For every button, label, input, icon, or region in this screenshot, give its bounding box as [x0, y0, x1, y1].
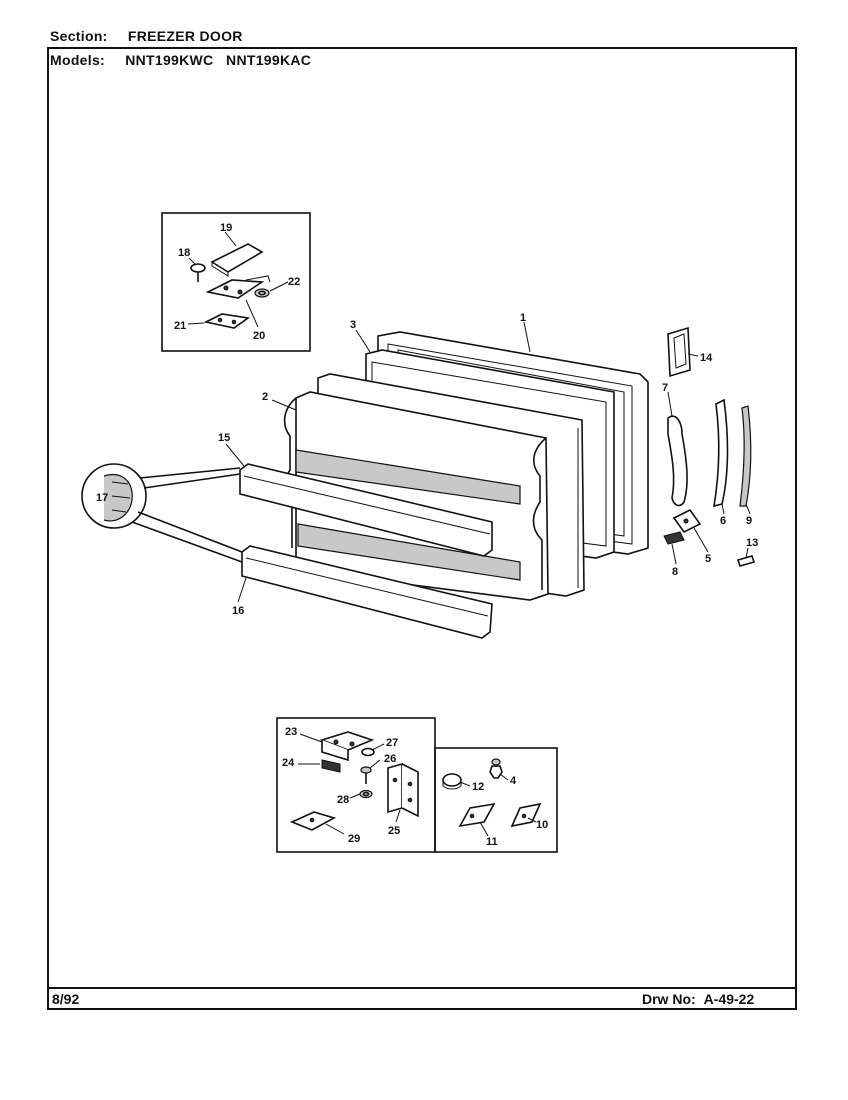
- section-title: Section: FREEZER DOOR: [50, 28, 243, 44]
- leader-20: [245, 299, 259, 328]
- part-19-cover: [210, 243, 264, 277]
- callout-14: 14: [700, 352, 713, 364]
- callout-6: 6: [720, 515, 726, 527]
- callout-11: 11: [486, 836, 498, 848]
- models-label: Models:: [50, 52, 105, 68]
- callout-27: 27: [386, 737, 398, 749]
- part-9-handle-strip: [739, 405, 752, 507]
- callout-21: 21: [174, 320, 186, 332]
- callout-16: 16: [232, 605, 244, 617]
- models-title: Models: NNT199KWC NNT199KAC: [50, 52, 311, 68]
- leader-19: [224, 231, 237, 247]
- callout-25: 25: [388, 825, 400, 837]
- leader-21: [187, 322, 205, 325]
- leader-9: [745, 503, 751, 515]
- part-20-plate: [205, 275, 271, 299]
- part-11-bracket: [458, 802, 496, 828]
- part-12-plug: [442, 773, 462, 790]
- drawing-value: A-49-22: [703, 991, 755, 1007]
- leader-15: [225, 443, 245, 467]
- part-10-bracket: [510, 802, 542, 828]
- footer-divider: [47, 987, 797, 989]
- part-8-shim: [663, 531, 685, 545]
- callout-22: 22: [288, 276, 300, 288]
- part-27-bushing: [361, 747, 375, 757]
- callout-5: 5: [705, 553, 711, 565]
- part-16-shelf-bar-lower: [241, 545, 493, 639]
- section-label: Section:: [50, 28, 108, 44]
- footer-drawing-number: Drw No: A-49-22: [642, 991, 754, 1007]
- models-value: NNT199KWC NNT199KAC: [125, 52, 312, 68]
- leader-1: [523, 321, 531, 353]
- callout-4: 4: [510, 775, 517, 787]
- callout-10: 10: [536, 819, 548, 831]
- leader-13: [745, 547, 749, 559]
- callout-17: 17: [96, 492, 108, 504]
- part-21-bracket: [203, 313, 251, 329]
- part-22-washer: [254, 288, 270, 298]
- callout-15: 15: [218, 432, 230, 444]
- part-4-clip: [489, 758, 503, 779]
- diagram-frame: [47, 47, 797, 1010]
- leader-10: [527, 817, 537, 823]
- leader-4: [499, 773, 509, 781]
- callout-20: 20: [253, 330, 265, 342]
- section-value: FREEZER DOOR: [127, 28, 243, 44]
- callout-29: 29: [348, 833, 360, 845]
- leader-25: [395, 809, 401, 823]
- callout-19: 19: [220, 222, 232, 234]
- part-26-pin: [360, 766, 372, 784]
- callout-26: 26: [384, 753, 396, 765]
- part-29-bracket: [289, 811, 337, 831]
- callout-1: 1: [520, 312, 526, 324]
- leader-29: [325, 823, 345, 835]
- part-14-hinge-cover: [667, 326, 691, 378]
- leader-3: [355, 329, 371, 353]
- leader-14: [687, 353, 699, 357]
- leader-27: [371, 743, 385, 751]
- leader-6: [721, 503, 725, 515]
- part-25-hinge-plate: [387, 762, 419, 818]
- drawing-label: Drw No:: [642, 991, 696, 1007]
- leader-8: [671, 543, 677, 565]
- callout-2: 2: [262, 391, 268, 403]
- part-17-detail-circle: [81, 463, 243, 563]
- leader-26: [369, 759, 381, 769]
- part-13-spacer: [736, 555, 756, 567]
- part-7-door-handle: [667, 415, 688, 507]
- callout-23: 23: [285, 726, 297, 738]
- part-5-hinge-bracket: [672, 508, 702, 534]
- part-15-shelf-bar-upper: [239, 463, 493, 557]
- callout-24: 24: [282, 757, 295, 769]
- callout-28: 28: [337, 794, 349, 806]
- callout-3: 3: [350, 319, 356, 331]
- callout-12: 12: [472, 781, 484, 793]
- inset-box-hardware: [434, 747, 558, 853]
- inset-box-top: [161, 212, 311, 352]
- part-24-shim: [321, 759, 341, 773]
- leader-23: [299, 733, 323, 743]
- leader-18: [188, 257, 197, 266]
- callout-18: 18: [178, 247, 190, 259]
- part-2-inner-liner: [283, 373, 585, 601]
- part-23-hinge: [319, 731, 375, 762]
- leader-28: [349, 793, 361, 799]
- footer-date: 8/92: [52, 991, 80, 1007]
- leader-7: [667, 391, 673, 417]
- callout-8: 8: [672, 566, 678, 578]
- callout-9: 9: [746, 515, 752, 527]
- leader-2: [271, 399, 297, 411]
- part-28-washer: [359, 789, 373, 799]
- leader-5: [693, 527, 709, 553]
- part-6-handle-trim: [713, 398, 729, 508]
- callout-13: 13: [746, 537, 758, 549]
- callout-7: 7: [662, 382, 668, 394]
- leader-11: [479, 821, 489, 837]
- leader-12: [459, 781, 471, 787]
- leader-16: [237, 577, 247, 603]
- part-18-screw: [190, 263, 206, 282]
- leader-22: [269, 281, 289, 292]
